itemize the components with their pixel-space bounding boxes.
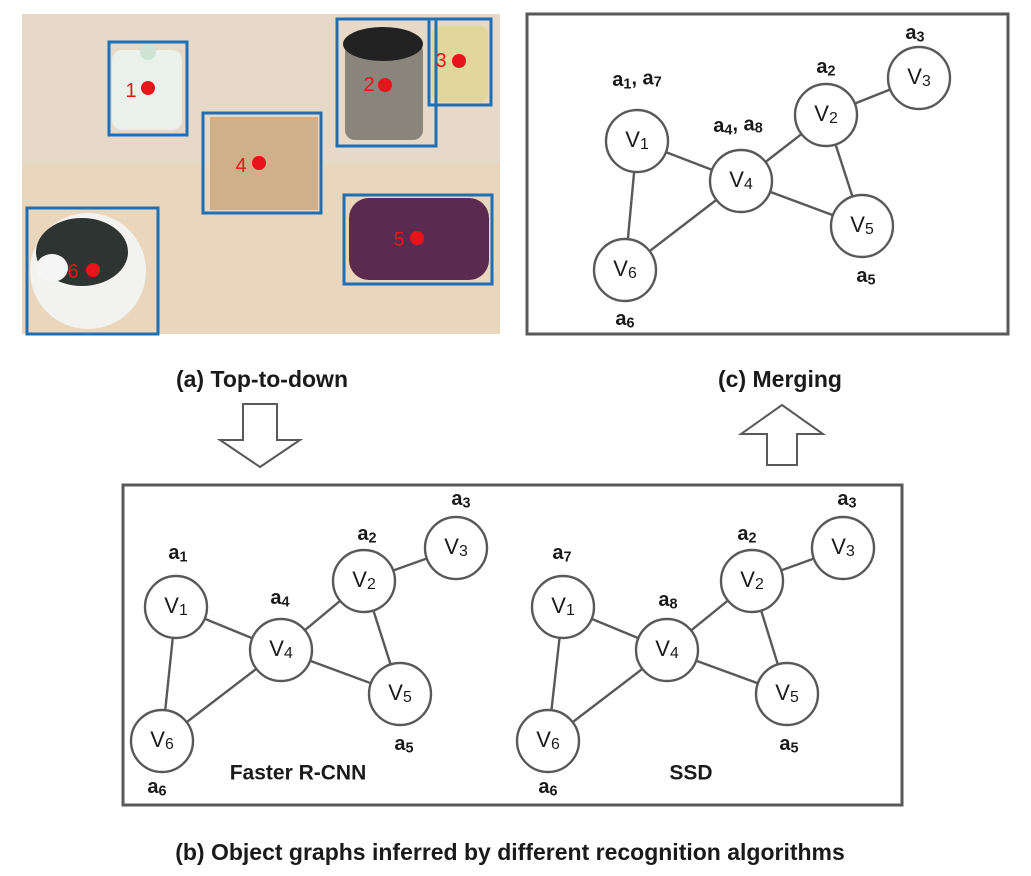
- node-label-v6: V6: [150, 727, 174, 753]
- object-number-2: 2: [363, 74, 374, 96]
- object-number-5: 5: [393, 229, 404, 251]
- attribute-label-v6: a6: [147, 776, 166, 799]
- node-label-v3: V3: [907, 64, 931, 90]
- object-number-3: 3: [435, 50, 446, 72]
- object-marker-6: [86, 263, 100, 277]
- graph-node-v2: [793, 82, 859, 148]
- caption-panel-c: (c) Merging: [718, 366, 842, 392]
- object-marker-2: [378, 78, 392, 92]
- attribute-label-v6: a6: [615, 308, 634, 331]
- attribute-label-v2: a2: [816, 56, 835, 79]
- graph-node-v5: [367, 661, 433, 727]
- attribute-label-v4: a8: [658, 589, 677, 612]
- bounding-box-3: [427, 17, 493, 107]
- object-number-6: 6: [67, 261, 78, 283]
- node-label-v5: V5: [775, 680, 799, 706]
- graph-node-v1: [530, 574, 596, 640]
- object-marker-1: [141, 81, 155, 95]
- node-label-v4: V4: [655, 636, 679, 662]
- attribute-label-v5: a5: [856, 265, 875, 288]
- graph-node-v3: [423, 515, 489, 581]
- node-label-v2: V2: [352, 567, 376, 593]
- node-label-v1: V1: [625, 127, 649, 153]
- node-label-v4: V4: [269, 636, 293, 662]
- graph-node-v3: [886, 45, 952, 111]
- graph-node-v2: [719, 548, 785, 614]
- attribute-label-v3: a3: [905, 22, 924, 45]
- up-arrow-icon: [737, 403, 827, 466]
- graph-node-v4: [634, 617, 700, 683]
- algorithm-label-ssd: SSD: [669, 762, 712, 785]
- graph-node-v1: [604, 108, 670, 174]
- caption-panel-b: (b) Object graphs inferred by different …: [175, 839, 845, 865]
- graph-node-v4: [248, 617, 314, 683]
- graph-node-v6: [592, 237, 658, 303]
- node-label-v3: V3: [831, 534, 855, 560]
- graph-node-v2: [331, 548, 397, 614]
- bounding-box-2: [335, 17, 438, 148]
- node-label-v3: V3: [444, 534, 468, 560]
- node-label-v5: V5: [850, 212, 874, 238]
- detection-boxes: 1 2 3 4 5 6: [25, 17, 494, 336]
- attribute-label-v5: a5: [394, 733, 413, 756]
- object-marker-5: [410, 231, 424, 245]
- graph-node-v1: [143, 574, 209, 640]
- inferred-graphs-frame: [121, 483, 904, 807]
- node-label-v6: V6: [613, 256, 637, 282]
- bounding-box-4: [201, 111, 323, 215]
- graph-node-v5: [829, 193, 895, 259]
- graph-node-v6: [129, 708, 195, 774]
- graph-node-v4: [708, 148, 774, 214]
- attribute-label-v3: a3: [451, 488, 470, 511]
- attribute-label-v2: a2: [737, 523, 756, 546]
- object-marker-4: [252, 156, 266, 170]
- node-label-v6: V6: [536, 727, 560, 753]
- merged-graph-frame: [525, 12, 1010, 336]
- attribute-label-v3: a3: [837, 488, 856, 511]
- top-down-photo: 1 2 3 4 5 6: [22, 14, 500, 336]
- attribute-label-v1: a7: [552, 542, 571, 565]
- attribute-label-v5: a5: [779, 733, 798, 756]
- caption-panel-a: (a) Top-to-down: [176, 366, 348, 392]
- bounding-box-5: [342, 193, 494, 286]
- node-label-v2: V2: [814, 101, 838, 127]
- node-label-v4: V4: [729, 167, 753, 193]
- algorithm-label-faster-rcnn: Faster R-CNN: [230, 762, 367, 785]
- down-arrow-icon: [216, 403, 304, 469]
- graph-node-v3: [810, 515, 876, 581]
- attribute-label-v4: a4: [270, 587, 289, 610]
- bounding-box-6: [25, 206, 160, 336]
- attribute-label-v2: a2: [357, 523, 376, 546]
- graph-node-v5: [754, 661, 820, 727]
- node-label-v1: V1: [551, 593, 575, 619]
- attribute-label-v1: a1: [168, 542, 187, 565]
- node-label-v2: V2: [740, 567, 764, 593]
- attribute-label-v4: a4, a8: [713, 113, 762, 138]
- attribute-label-v6: a6: [538, 776, 557, 799]
- graph-node-v6: [515, 708, 581, 774]
- attribute-label-v1: a1, a7: [612, 67, 661, 92]
- object-number-1: 1: [125, 80, 136, 102]
- bounding-box-1: [107, 40, 189, 137]
- node-label-v1: V1: [164, 593, 188, 619]
- object-number-4: 4: [235, 155, 246, 177]
- object-marker-3: [452, 54, 466, 68]
- node-label-v5: V5: [388, 680, 412, 706]
